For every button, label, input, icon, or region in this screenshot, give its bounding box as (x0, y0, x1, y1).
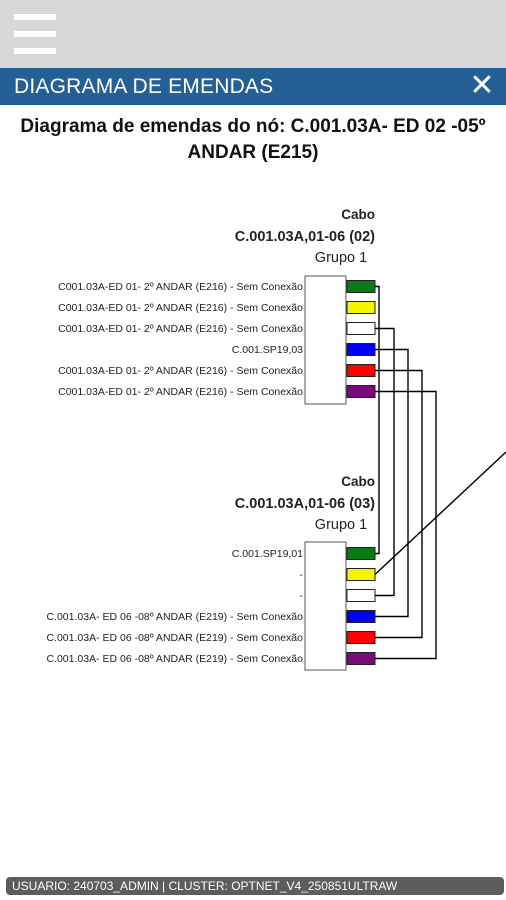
splice-line (375, 285, 380, 555)
fiber-color-chip[interactable] (346, 280, 376, 293)
top-app-bar (0, 0, 506, 68)
splice-line (375, 327, 395, 597)
fiber-label: C001.03A-ED 01- 2º ANDAR (E216) - Sem Co… (58, 302, 303, 314)
fiber-color-chip[interactable] (346, 568, 376, 581)
fiber-color-chip[interactable] (346, 322, 376, 335)
cable-title-label: Cabo (341, 207, 375, 222)
cable-group-label: Grupo 1 (315, 250, 367, 266)
cable-tube-box (304, 275, 347, 405)
close-icon[interactable]: ✕ (469, 69, 495, 102)
fiber-label: C001.03A-ED 01- 2º ANDAR (E216) - Sem Co… (58, 281, 303, 293)
fiber-color-chip[interactable] (346, 610, 376, 623)
fiber-label: C001.03A-ED 01- 2º ANDAR (E216) - Sem Co… (58, 386, 303, 398)
cable-title-label: Cabo (341, 474, 375, 489)
fiber-label: C.001.03A- ED 06 -08º ANDAR (E219) - Sem… (46, 632, 303, 644)
fiber-label: C.001.03A- ED 06 -08º ANDAR (E219) - Sem… (46, 611, 303, 623)
heading-line-1: Diagrama de emendas do nó: C.001.03A- ED… (20, 116, 486, 137)
splice-line-external (374, 451, 506, 576)
fiber-color-chip[interactable] (346, 364, 376, 377)
heading-line-2: ANDAR (E215) (187, 142, 319, 163)
status-footer: USUARIO: 240703_ADMIN | CLUSTER: OPTNET_… (6, 877, 504, 895)
fiber-label: C.001.SP19,01 (232, 548, 303, 560)
cable-name: C.001.03A,01-06 (02) (235, 229, 375, 245)
cable-group-label: Grupo 1 (315, 517, 367, 533)
splice-line (375, 390, 437, 660)
fiber-color-chip[interactable] (346, 385, 376, 398)
dialog-title: DIAGRAMA DE EMENDAS (14, 75, 274, 98)
fiber-color-chip[interactable] (346, 652, 376, 665)
fiber-color-chip[interactable] (346, 301, 376, 314)
splice-line (375, 369, 423, 639)
splice-line (375, 348, 409, 618)
fiber-label: C.001.SP19,03 (232, 344, 303, 356)
fiber-color-chip[interactable] (346, 589, 376, 602)
fiber-color-chip[interactable] (346, 547, 376, 560)
fiber-label: C001.03A-ED 01- 2º ANDAR (E216) - Sem Co… (58, 365, 303, 377)
fiber-color-chip[interactable] (346, 343, 376, 356)
fiber-color-chip[interactable] (346, 631, 376, 644)
hamburger-menu-icon[interactable] (14, 14, 56, 54)
dialog-title-bar: DIAGRAMA DE EMENDAS ✕ (0, 68, 506, 105)
fiber-label: C.001.03A- ED 06 -08º ANDAR (E219) - Sem… (46, 653, 303, 665)
cable-tube-box (304, 541, 347, 671)
fiber-label: C001.03A-ED 01- 2º ANDAR (E216) - Sem Co… (58, 323, 303, 335)
diagram-heading: Diagrama de emendas do nó: C.001.03A- ED… (0, 114, 506, 166)
fiber-label: - (300, 569, 304, 581)
fiber-label: - (300, 590, 304, 602)
cable-name: C.001.03A,01-06 (03) (235, 496, 375, 512)
